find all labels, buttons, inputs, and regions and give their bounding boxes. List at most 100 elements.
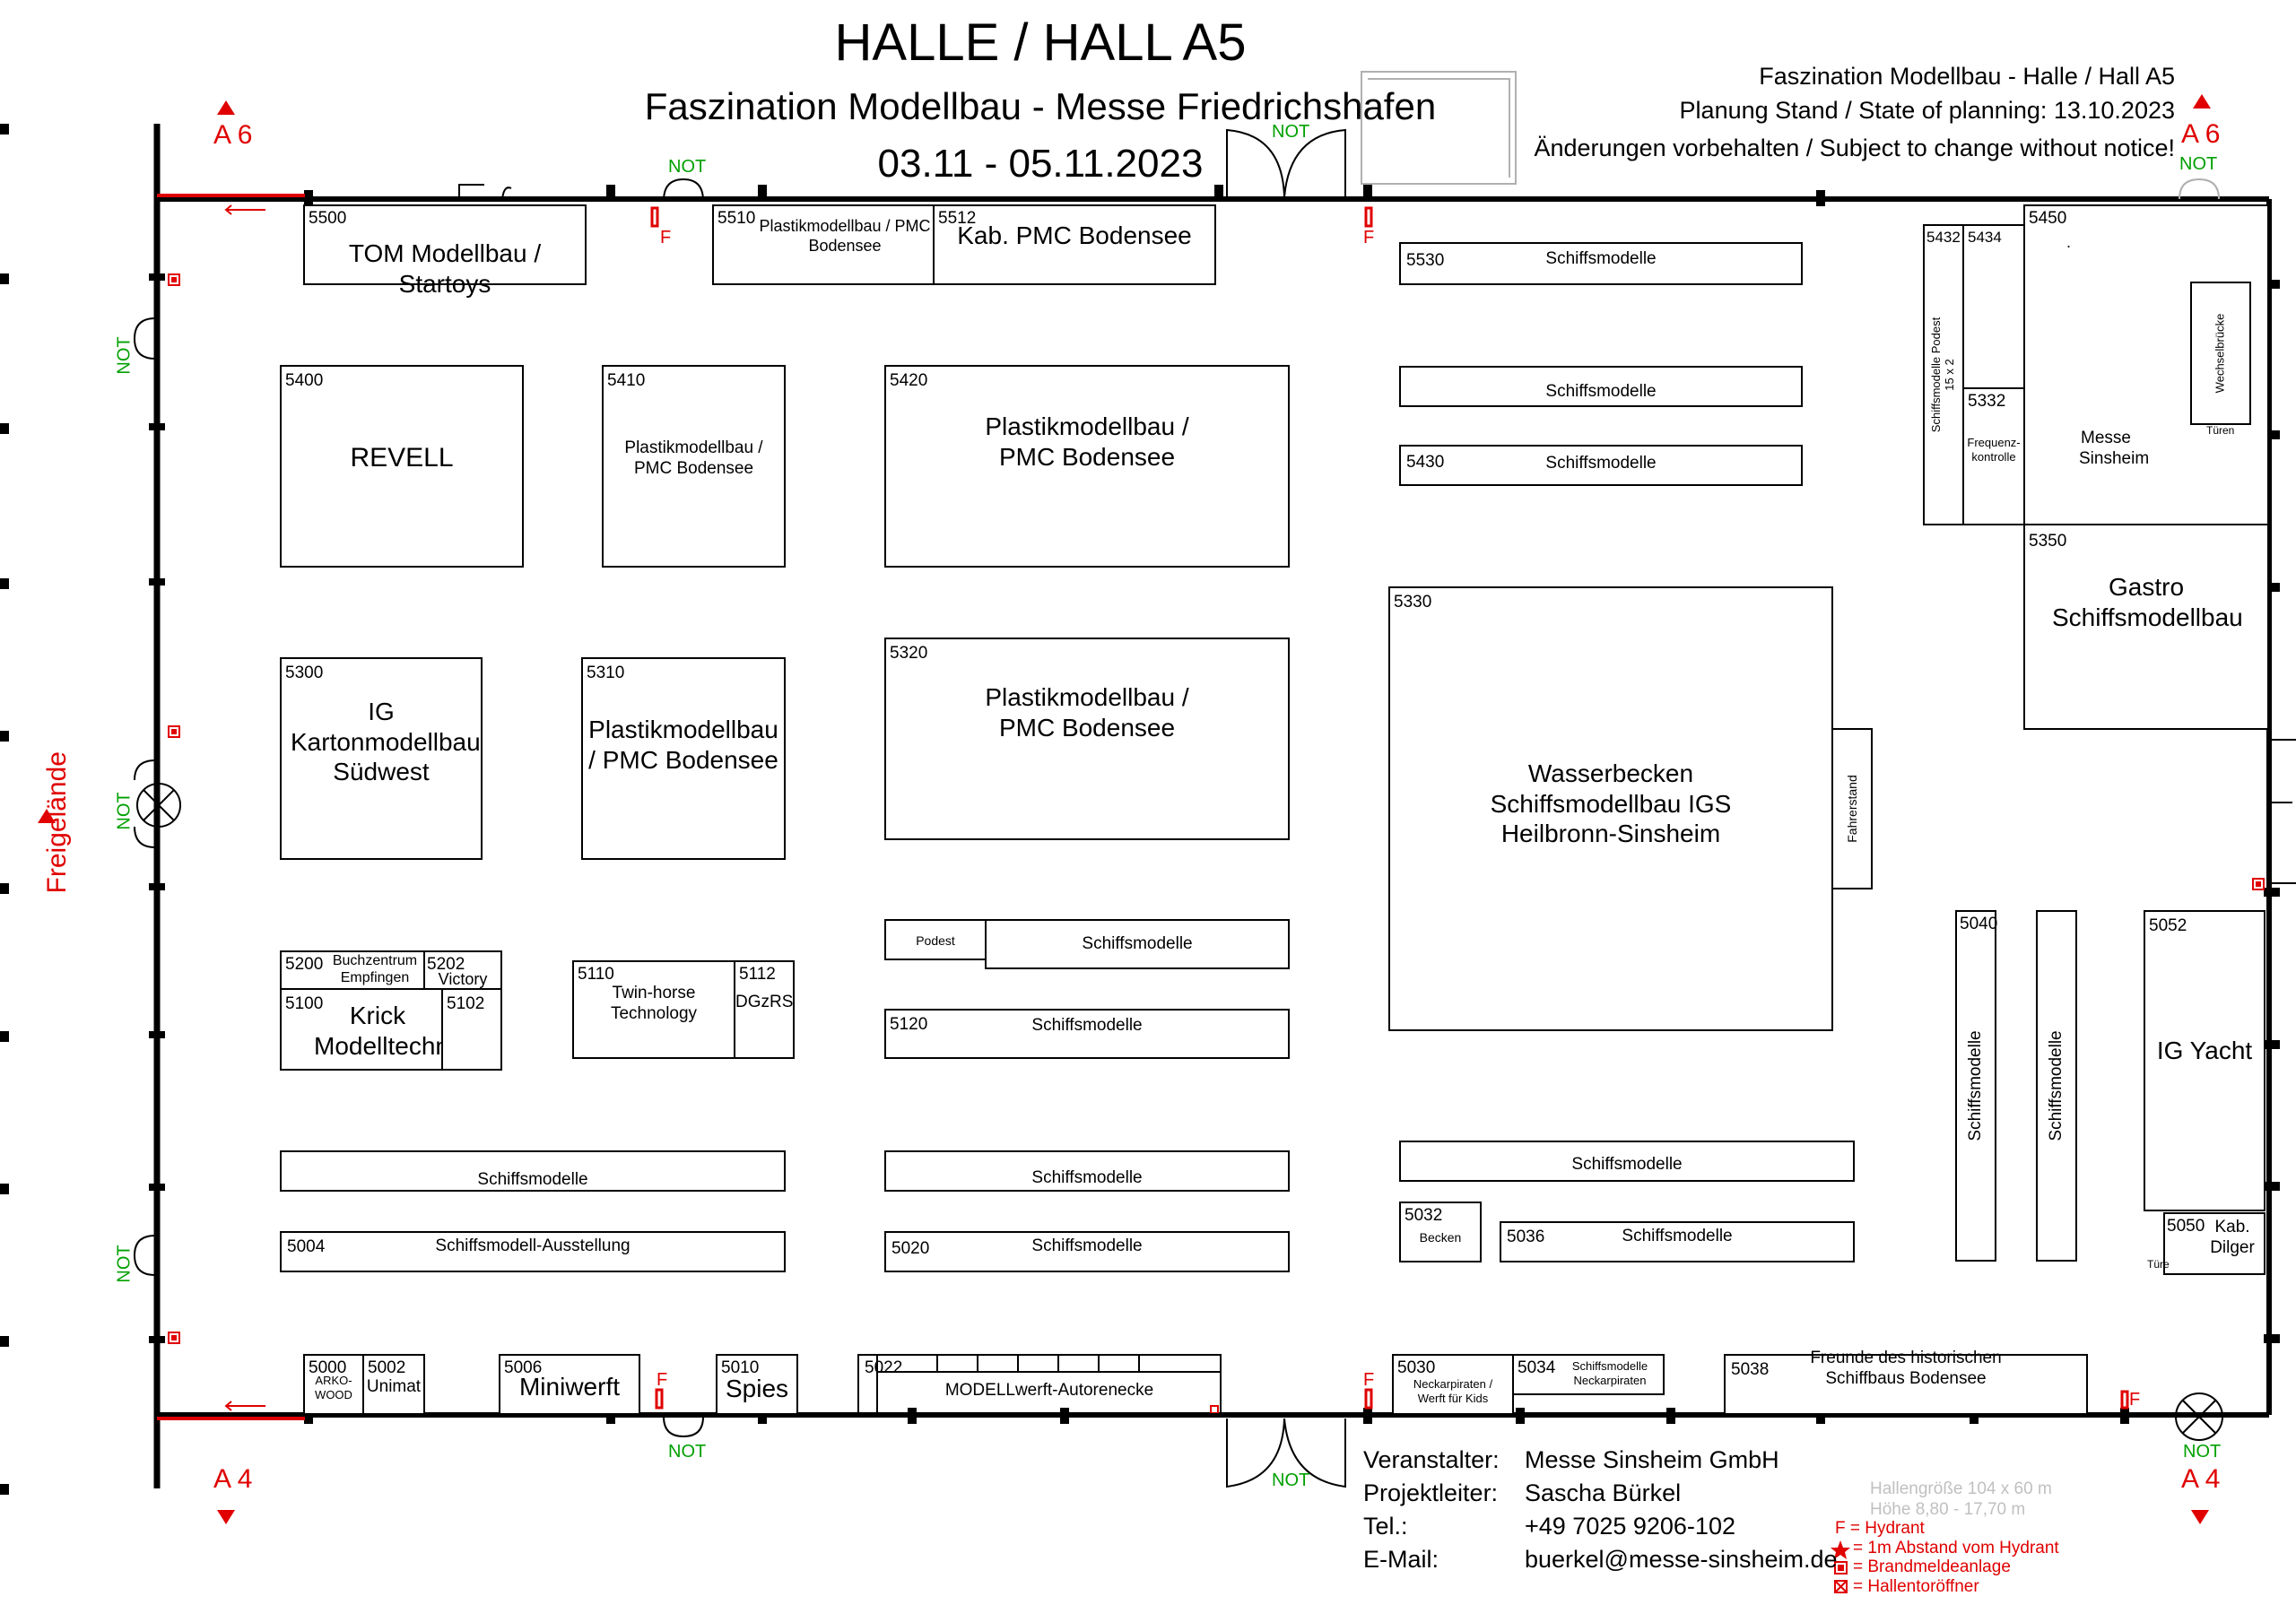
booth-number: 5512 (938, 209, 977, 228)
booth-podest[interactable]: Podest (884, 919, 987, 960)
booth-5320[interactable]: 5320 Plastikmodellbau / PMC Bodensee (884, 638, 1290, 840)
booth-schiffsmodelle-d[interactable]: Schiffsmodelle (884, 1150, 1290, 1192)
booth-number: 5030 (1397, 1358, 1436, 1377)
booth-5350[interactable]: 5350 Gastro Schiffsmodellbau (2023, 524, 2269, 730)
booth-label: Schiffsmodelle Podest 15 x 2 (1929, 317, 1956, 433)
not-label: NOT (668, 157, 707, 177)
contact-row: Tel.: +49 7025 9206-102 (1363, 1510, 1838, 1543)
booth-label: Victory (438, 970, 488, 988)
booth-fahrerstand[interactable]: Fahrerstand (1831, 728, 1873, 889)
booth-5110[interactable]: 5110 Twin-horse Technology (572, 960, 735, 1059)
booth-schiffsmodelle-a[interactable]: Schiffsmodelle (1399, 366, 1803, 407)
booth-number: 5010 (721, 1358, 760, 1377)
booth-5100[interactable]: 5100 Krick Modelltechnik (280, 988, 467, 1071)
not-label: NOT (1272, 1471, 1310, 1490)
booth-5310[interactable]: 5310 Plastikmodellbau / PMC Bodensee (581, 657, 786, 860)
booth-5510[interactable]: 5510 Plastikmodellbau / PMC Bodensee (712, 204, 935, 285)
not-label: NOT (2179, 154, 2218, 174)
booth-label: IG Kartonmodellbau Südwest (291, 698, 481, 786)
booth-number: 5310 (587, 664, 625, 682)
booth-label: Frequenz-kontrolle (1967, 436, 2021, 464)
booth-schiffsmodelle-c[interactable]: Schiffsmodelle (280, 1150, 786, 1192)
booth-schiffsmodelle-b[interactable]: Schiffsmodelle (985, 919, 1290, 969)
booth-5032[interactable]: 5032 Becken (1399, 1202, 1482, 1262)
contact-value[interactable]: buerkel@messe-sinsheim.de (1525, 1546, 1838, 1573)
booth-5000[interactable]: 5000 ARKO-WOOD (303, 1354, 364, 1415)
booth-5202[interactable]: 5202 Victory (423, 950, 502, 990)
booth-label: TOM Modellbau / Startoys (348, 239, 542, 298)
booth-5102[interactable]: 5102 (441, 988, 502, 1071)
booth-label: Schiffsmodelle (2047, 1030, 2066, 1141)
booth-number: 5320 (890, 644, 928, 663)
contact-value: Messe Sinsheim GmbH (1525, 1446, 1779, 1473)
plan-info-line2: Planung Stand / State of planning: 13.10… (1679, 97, 2175, 124)
legend-hydrant: F = Hydrant (1835, 1519, 1925, 1538)
booth-label: Neckarpiraten / Werft für Kids (1413, 1377, 1493, 1405)
booth-5020[interactable]: 5020 Schiffsmodelle (884, 1231, 1290, 1272)
booth-5004[interactable]: 5004 Schiffsmodell-Ausstellung (280, 1231, 786, 1272)
booth-schiffsmodelle-f[interactable]: Schiffsmodelle (2036, 910, 2077, 1262)
booth-wechselbruecke[interactable]: Wechselbrücke (2190, 282, 2251, 425)
booth-label: Schiffsmodelle (1622, 1227, 1733, 1245)
booth-5300[interactable]: 5300 IG Kartonmodellbau Südwest (280, 657, 483, 860)
booth-5432[interactable]: 5432 Schiffsmodelle Podest 15 x 2 (1923, 224, 1964, 525)
exit-label-a6-left: A 6 (213, 120, 253, 150)
booth-5530[interactable]: 5530 Schiffsmodelle (1399, 242, 1803, 285)
booth-label: Schiffsmodelle (1571, 1155, 1683, 1174)
booth-5120[interactable]: 5120 Schiffsmodelle (884, 1009, 1290, 1059)
booth-5112[interactable]: 5112 DGzRS (734, 960, 795, 1059)
hydrant-label: F (660, 228, 672, 247)
hall-title: HALLE / HALL A5 (834, 13, 1247, 72)
booth-5410[interactable]: 5410 Plastikmodellbau / PMC Bodensee (602, 365, 786, 568)
booth-label: Schiffsmodelle (1966, 1030, 1986, 1141)
booth-5006[interactable]: 5006 Miniwerft (499, 1354, 640, 1415)
booth-5400[interactable]: 5400 REVELL (280, 365, 524, 568)
booth-schiffsmodelle-e[interactable]: Schiffsmodelle (1399, 1141, 1855, 1182)
booth-5500[interactable]: 5500 TOM Modellbau / Startoys (303, 204, 587, 298)
booth-label: Schiffsmodelle (1545, 382, 1657, 401)
booth-5040[interactable]: 5040 Schiffsmodelle (1955, 910, 1997, 1262)
booth-label: Unimat (366, 1377, 422, 1396)
booth-5430[interactable]: 5430 Schiffsmodelle (1399, 445, 1803, 486)
booth-number: 5510 (718, 209, 756, 228)
booth-5034[interactable]: 5034 Schiffsmodelle Neckarpiraten (1512, 1354, 1665, 1395)
booth-number: 5022 (865, 1358, 903, 1377)
booth-5002[interactable]: 5002 Unimat (362, 1354, 425, 1415)
booth-5330[interactable]: 5330 Wasserbecken Schiffsmodellbau IGS H… (1388, 586, 1833, 1031)
booth-5036[interactable]: 5036 Schiffsmodelle (1500, 1221, 1855, 1262)
event-dates: 03.11 - 05.11.2023 (877, 142, 1204, 186)
fire-alarm-markers (168, 273, 2265, 1414)
booth-5512[interactable]: 5512 Kab. PMC Bodensee (933, 204, 1216, 285)
direction-triangles (38, 94, 2211, 1524)
booth-5332[interactable]: 5332 Frequenz-kontrolle (1962, 387, 2025, 525)
booth-5038[interactable]: 5038 Freunde des historischen Schiffbaus… (1724, 1349, 2088, 1415)
booth-number: 5400 (285, 371, 324, 390)
booth-number: 5432 (1926, 229, 1961, 246)
booth-number: 5434 (1968, 229, 2002, 246)
booth-number: 5330 (1394, 593, 1432, 612)
freigelaende-label: Freigelände (41, 751, 72, 894)
contact-key: Veranstalter: (1363, 1446, 1500, 1473)
booth-5420[interactable]: 5420 Plastikmodellbau / PMC Bodensee (884, 365, 1290, 568)
emergency-doors (134, 71, 2296, 1488)
booth-5010[interactable]: 5010 Spies (716, 1354, 798, 1415)
booth-5022[interactable]: 5022 MODELLwerft-Autorenecke (857, 1354, 1222, 1415)
booth-5052[interactable]: 5052 IG Yacht (2144, 910, 2266, 1211)
booth-number: 5052 (2149, 916, 2187, 935)
booth-label: Schiffsmodelle (1031, 1236, 1143, 1255)
not-label: NOT (114, 792, 135, 830)
contact-row: E-Mail: buerkel@messe-sinsheim.de (1363, 1543, 1838, 1576)
booth-5030[interactable]: 5030 Neckarpiraten / Werft für Kids (1392, 1354, 1514, 1415)
exit-lines (157, 194, 305, 1420)
booth-label: Gastro Schiffsmodellbau (2052, 573, 2243, 631)
booth-5050[interactable]: 5050 Kab. Dilger (2163, 1212, 2266, 1275)
booth-number: 5110 (578, 965, 614, 984)
tuere-label: Türe (2147, 1258, 2170, 1271)
plan-info-line3: Änderungen vorbehalten / Subject to chan… (1534, 134, 2176, 161)
booth-5200[interactable]: 5200 Buchzentrum Empfingen (280, 950, 425, 990)
booth-number: 5032 (1405, 1206, 1443, 1225)
booth-label: Spies (725, 1375, 789, 1402)
booth-label: Kab. Dilger (2210, 1218, 2255, 1257)
booth-label: IG Yacht (2156, 1037, 2253, 1064)
